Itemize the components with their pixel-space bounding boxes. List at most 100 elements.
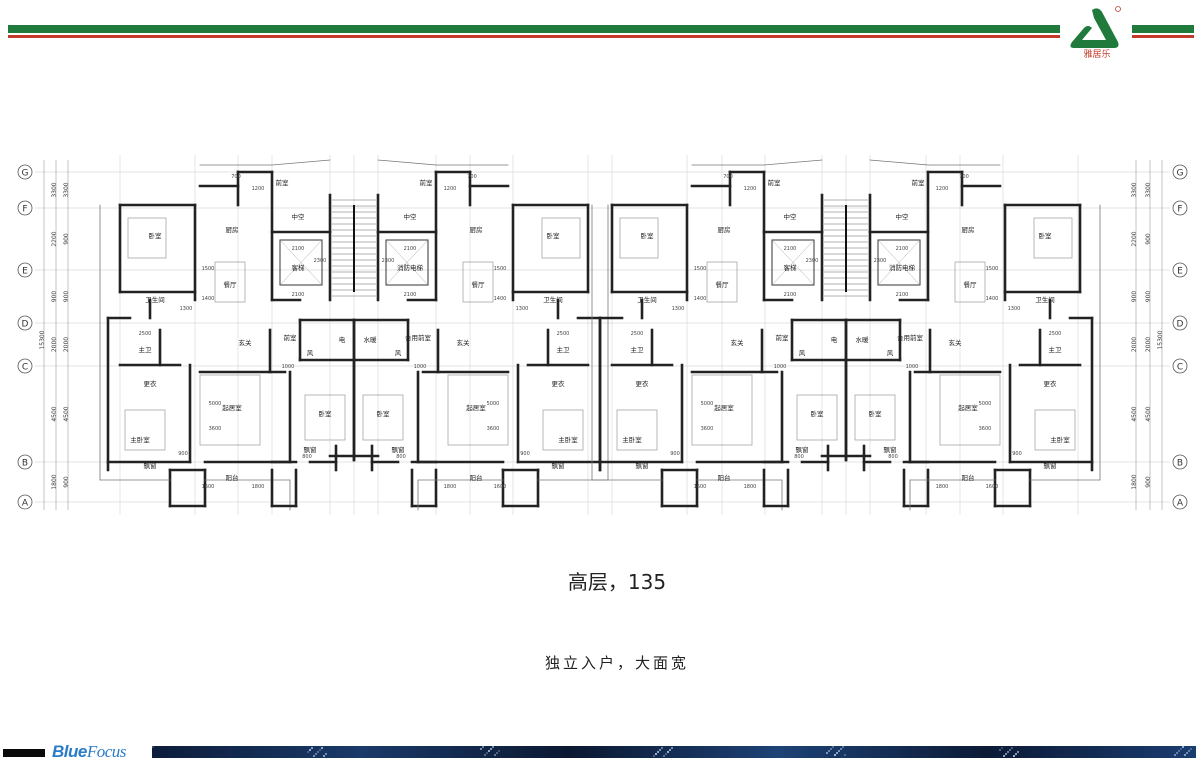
dimension-label: 1000 — [414, 364, 427, 370]
axis-label: D — [1177, 320, 1184, 330]
room-label: 卫生间 — [637, 295, 657, 304]
star — [1017, 751, 1019, 753]
room-label: 风 — [887, 349, 894, 357]
brand-thin: Focus — [86, 742, 127, 761]
axis-bubble — [17, 315, 33, 331]
dimension-label: 900 — [63, 291, 70, 303]
star — [842, 746, 844, 748]
dimension-label: 3300 — [63, 182, 70, 197]
dimension-label: 1800 — [444, 484, 457, 490]
dimension-label: 900 — [520, 451, 530, 457]
dimension-label: 5000 — [487, 401, 500, 407]
dimension-label: 900 — [51, 291, 58, 303]
star — [484, 754, 486, 756]
elevator-shaft — [385, 239, 429, 286]
dimension-label: 3300 — [1131, 182, 1138, 197]
star — [665, 753, 667, 755]
room-label: 玄关 — [457, 338, 471, 347]
room-label: 飘窗 — [884, 445, 897, 454]
axis-label: D — [22, 320, 29, 330]
dimension-label: 900 — [63, 233, 70, 245]
room-label: 更衣 — [144, 379, 158, 388]
axis-bubble — [17, 358, 33, 374]
dimension-label: 2000 — [63, 337, 70, 352]
dimension-label: 1500 — [494, 266, 507, 272]
footer-starfield-bar — [152, 746, 1196, 758]
room-label: 消防电梯 — [397, 263, 424, 272]
dimension-label: 1300 — [180, 306, 193, 312]
sofa-set — [691, 374, 753, 446]
room-label: 电 — [339, 335, 346, 344]
header-green-rule — [8, 25, 1060, 33]
star — [1174, 754, 1176, 756]
dimension-label: 2300 — [382, 258, 395, 264]
room-label: 阳台 — [718, 473, 731, 482]
elevator-cross — [771, 239, 815, 286]
star — [311, 747, 313, 749]
room-label: 厨房 — [226, 225, 239, 234]
star — [659, 749, 661, 751]
dimension-label: 1000 — [906, 364, 919, 370]
room-label: 主卫 — [1049, 345, 1063, 354]
dimension-label: 1500 — [202, 266, 215, 272]
dimension-label: 3600 — [209, 426, 222, 432]
elevator-cross — [279, 239, 323, 286]
room-label: 厨房 — [470, 225, 483, 234]
dimension-label: 1600 — [202, 484, 215, 490]
axis-label: E — [1177, 267, 1183, 277]
dimension-label: 1800 — [744, 484, 757, 490]
room-label: 玄关 — [949, 338, 963, 347]
axis-bubble — [17, 262, 33, 278]
dimension-label: 1400 — [694, 296, 707, 302]
star — [480, 748, 482, 750]
room-label: 主卧室 — [130, 435, 150, 444]
room-label: 水暖 — [856, 335, 870, 344]
room-label: 电 — [831, 335, 838, 344]
star — [1007, 751, 1009, 753]
star — [1013, 755, 1015, 757]
dimension-label: 1800 — [51, 474, 58, 489]
room-label: 阳台 — [226, 473, 239, 482]
star — [836, 752, 838, 754]
star — [492, 746, 494, 748]
dimension-label: 1200 — [444, 186, 457, 192]
room-label: 客梯 — [784, 263, 798, 272]
room-label: 合用前室 — [405, 333, 432, 342]
bed — [854, 394, 896, 441]
room-label: 阳台 — [470, 473, 483, 482]
room-label: 前室 — [284, 333, 298, 342]
room-label: 玄关 — [731, 338, 745, 347]
dimension-label: 2100 — [784, 246, 797, 252]
star — [1188, 750, 1190, 752]
room-label: 卧室 — [1039, 231, 1053, 240]
dimension-label: 700 — [959, 174, 969, 180]
dimension-label: 1300 — [672, 306, 685, 312]
dimension-label: 1200 — [936, 186, 949, 192]
room-label: 卫生间 — [543, 295, 563, 304]
logo-text: 雅居乐 — [1083, 50, 1111, 60]
star — [323, 755, 325, 757]
room-label: 主卧室 — [622, 435, 642, 444]
dimension-label: 1300 — [1008, 306, 1021, 312]
room-label: 中空 — [404, 212, 418, 221]
room-label: 中空 — [896, 212, 910, 221]
room-label: 卧室 — [377, 409, 391, 418]
room-label: 卧室 — [149, 231, 163, 240]
room-label: 前室 — [912, 178, 926, 187]
header-red-rule-right — [1132, 35, 1194, 38]
star — [826, 752, 828, 754]
dimension-label: 900 — [178, 451, 188, 457]
room-label: 风 — [799, 349, 806, 357]
room-label: 卫生间 — [1035, 295, 1055, 304]
axis-label: B — [1177, 459, 1183, 469]
star — [838, 750, 840, 752]
star — [832, 746, 834, 748]
dimension-label: 2500 — [557, 331, 570, 337]
room-label: 主卫 — [139, 345, 153, 354]
dimension-label: 2100 — [896, 246, 909, 252]
room-label: 前室 — [768, 178, 782, 187]
plan-walls — [99, 159, 1101, 511]
star — [313, 755, 315, 757]
axis-label: C — [1177, 363, 1183, 373]
dimension-label: 1000 — [282, 364, 295, 370]
